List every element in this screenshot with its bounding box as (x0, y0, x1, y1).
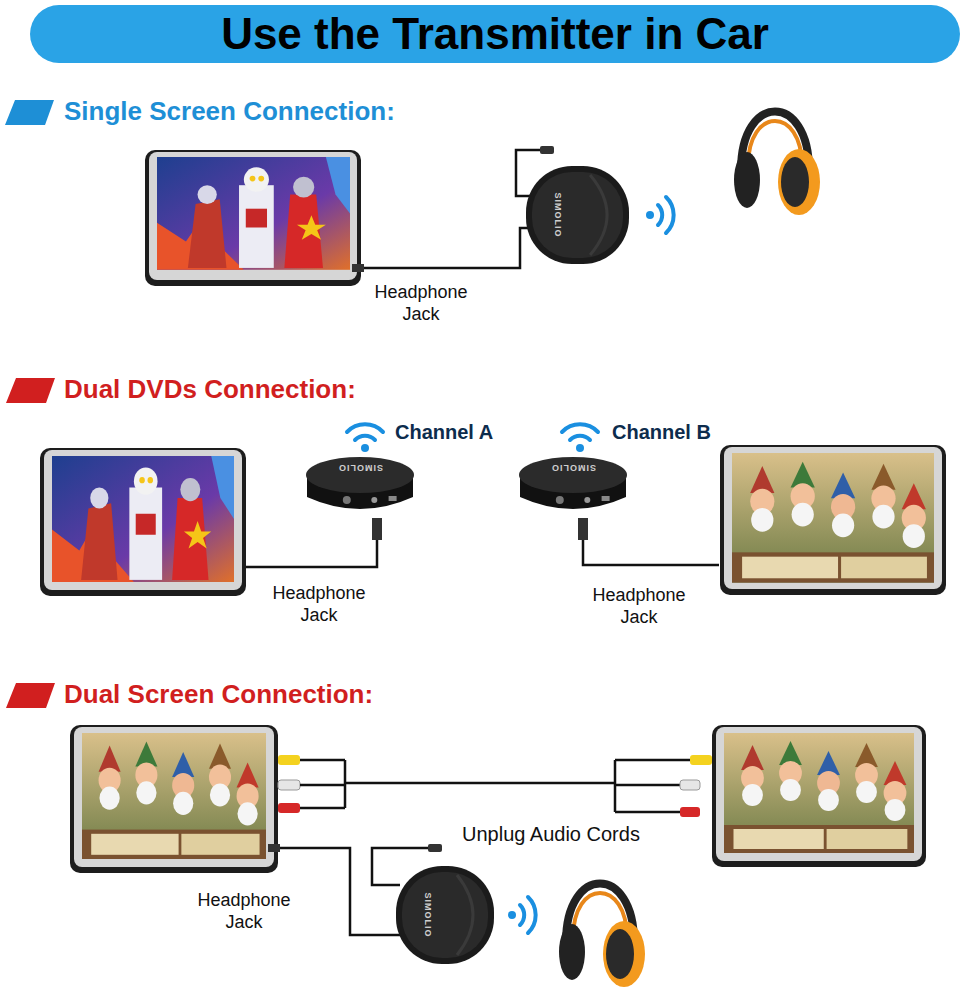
brand-text: SIMOLIO (551, 463, 596, 473)
channel-label: Channel B (612, 421, 711, 444)
jack-label: Headphone Jack (258, 583, 380, 626)
label-slot: Headphone Jack (183, 890, 305, 933)
label-slot: Dual DVDs Connection: (64, 374, 504, 405)
section-heading: Single Screen Connection: (64, 96, 504, 127)
transmitter: SIMOLIO (395, 865, 495, 965)
label-slot: Headphone Jack (258, 583, 380, 626)
label-slot: Headphone Jack (360, 282, 482, 325)
transmitter-outline (525, 165, 630, 265)
jack-label: Headphone Jack (183, 890, 305, 933)
label-slot: Dual Screen Connection: (64, 679, 504, 710)
brand-text: SIMOLIO (553, 193, 563, 238)
note-label: Unplug Audio Cords (462, 822, 712, 846)
brand-holder: SIMOLIO (518, 463, 628, 473)
brand-holder: SIMOLIO (395, 865, 495, 965)
transmitter: Channel ASIMOLIO (305, 455, 415, 519)
transmitter-outline (395, 865, 495, 965)
brand-text: SIMOLIO (338, 463, 383, 473)
transmitter: Channel BSIMOLIO (518, 455, 628, 519)
transmitter: SIMOLIO (525, 165, 630, 265)
channel-label: Channel A (395, 421, 493, 444)
brand-holder: SIMOLIO (525, 165, 630, 265)
section-heading: Dual Screen Connection: (64, 679, 504, 710)
label-slot: Single Screen Connection: (64, 96, 504, 127)
label-slot: Unplug Audio Cords (462, 822, 712, 846)
title-banner: Use the Transmitter in Car (30, 5, 960, 63)
section-heading: Dual DVDs Connection: (64, 374, 504, 405)
label-slot: Headphone Jack (578, 585, 700, 628)
brand-text: SIMOLIO (423, 893, 433, 938)
jack-label: Headphone Jack (578, 585, 700, 628)
brand-holder: SIMOLIO (305, 463, 415, 473)
title-text: Use the Transmitter in Car (221, 9, 769, 59)
jack-label: Headphone Jack (360, 282, 482, 325)
